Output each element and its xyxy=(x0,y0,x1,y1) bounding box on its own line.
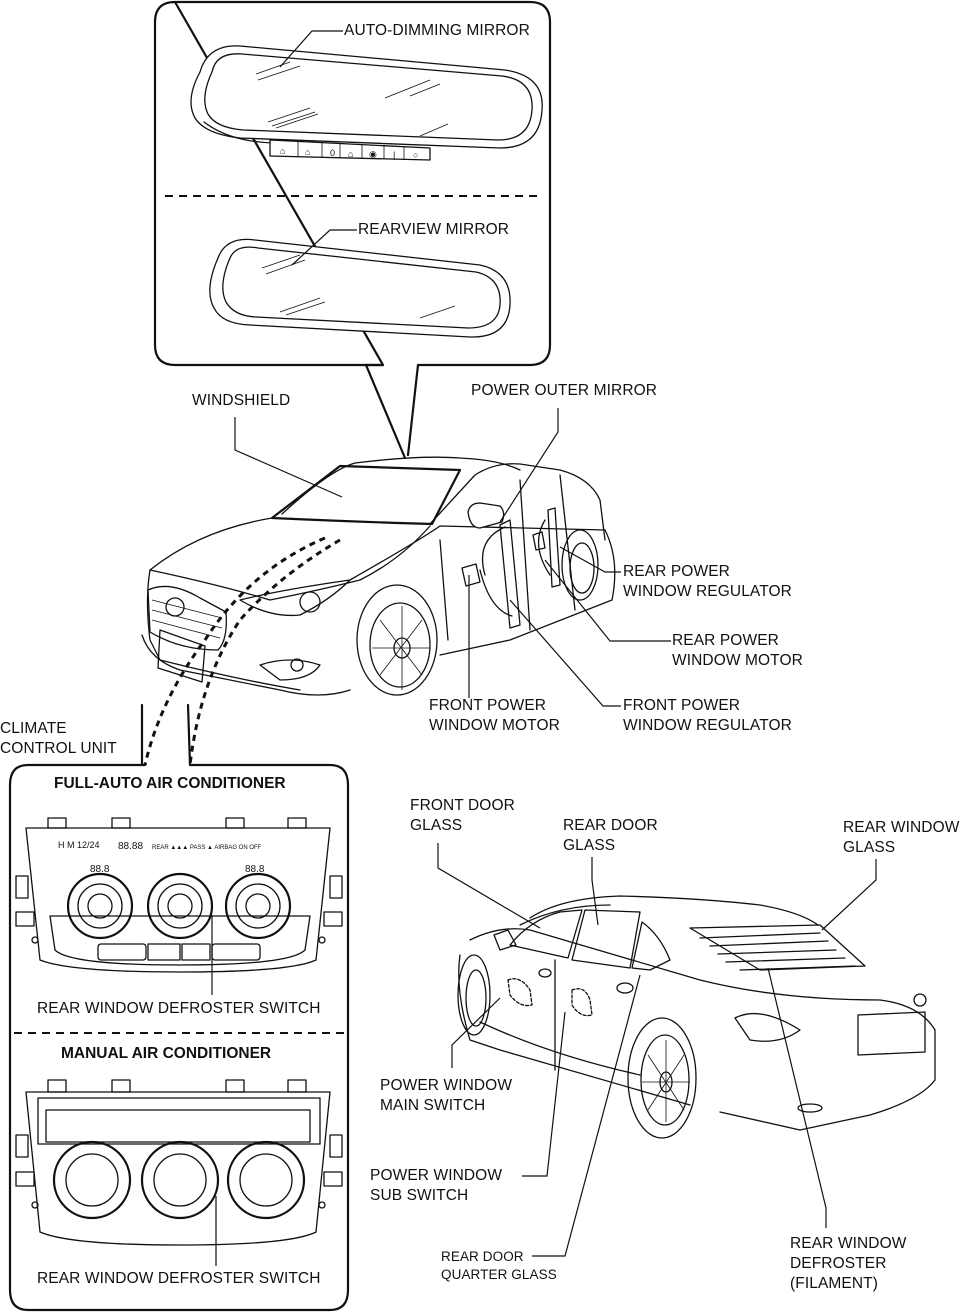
climate-callout-box xyxy=(8,703,350,1312)
svg-text:0: 0 xyxy=(330,148,335,158)
label-rear-power-window-motor: REAR POWER WINDOW MOTOR xyxy=(672,632,803,669)
svg-text:⌂: ⌂ xyxy=(305,147,310,157)
svg-text:|: | xyxy=(393,150,395,160)
label-full-auto-rear-window-defroster-switch: REAR WINDOW DEFROSTER SWITCH xyxy=(37,1000,321,1017)
label-rear-door-quarter-glass: REAR DOOR QUARTER GLASS xyxy=(441,1249,557,1282)
auto-dimming-mirror-drawing: ⌂ ⌂ 0 ⌂ ◉ | ○ xyxy=(190,30,543,161)
manual-panel-drawing xyxy=(15,1079,343,1266)
label-rear-power-window-regulator: REAR POWER WINDOW REGULATOR xyxy=(623,563,792,600)
svg-text:⌂: ⌂ xyxy=(280,146,285,156)
svg-text:88.8: 88.8 xyxy=(90,864,110,875)
label-manual-rear-window-defroster-switch: REAR WINDOW DEFROSTER SWITCH xyxy=(37,1270,321,1287)
label-power-window-sub-switch: POWER WINDOW SUB SWITCH xyxy=(370,1167,503,1204)
label-windshield: WINDSHIELD xyxy=(192,392,291,409)
rear-view-leaders xyxy=(437,843,877,1257)
label-rear-window-defroster-filament: REAR WINDOW DEFROSTER (FILAMENT) xyxy=(790,1235,907,1292)
label-front-power-window-motor: FRONT POWER WINDOW MOTOR xyxy=(429,697,560,734)
label-power-outer-mirror: POWER OUTER MIRROR xyxy=(471,382,658,399)
label-rear-door-glass: REAR DOOR GLASS xyxy=(563,817,658,854)
svg-text:⌂: ⌂ xyxy=(348,149,353,159)
label-auto-dimming-mirror: AUTO-DIMMING MIRROR xyxy=(344,22,530,39)
label-power-window-main-switch: POWER WINDOW MAIN SWITCH xyxy=(380,1077,513,1114)
mirror-callout-box xyxy=(153,0,552,460)
full-auto-panel-drawing: H M 12/24 88.88 REAR ▲▲▲ PASS ▲ AIRBAG O… xyxy=(15,817,343,995)
svg-text:○: ○ xyxy=(413,150,418,160)
label-climate-control-unit: CLIMATE CONTROL UNIT xyxy=(0,720,117,757)
title-manual-air-conditioner: MANUAL AIR CONDITIONER xyxy=(61,1045,272,1062)
label-front-door-glass: FRONT DOOR GLASS xyxy=(410,797,515,834)
title-full-auto-air-conditioner: FULL-AUTO AIR CONDITIONER xyxy=(54,775,286,792)
svg-text:◉: ◉ xyxy=(369,149,377,159)
label-rearview-mirror: REARVIEW MIRROR xyxy=(358,221,510,238)
svg-text:88.8: 88.8 xyxy=(245,864,265,875)
rear-car-drawing xyxy=(457,895,936,1139)
label-front-power-window-regulator: FRONT POWER WINDOW REGULATOR xyxy=(623,697,792,734)
svg-text:H M 12/24: H M 12/24 xyxy=(58,840,100,850)
front-view-leaders xyxy=(140,408,671,767)
front-car-drawing xyxy=(141,456,616,766)
label-rear-window-glass: REAR WINDOW GLASS xyxy=(843,819,960,856)
svg-text:88.88: 88.88 xyxy=(118,841,143,852)
svg-text:REAR ▲▲▲ PASS ▲ AIRBAG ON OFF: REAR ▲▲▲ PASS ▲ AIRBAG ON OFF xyxy=(152,845,262,851)
rearview-mirror-drawing xyxy=(209,229,511,338)
